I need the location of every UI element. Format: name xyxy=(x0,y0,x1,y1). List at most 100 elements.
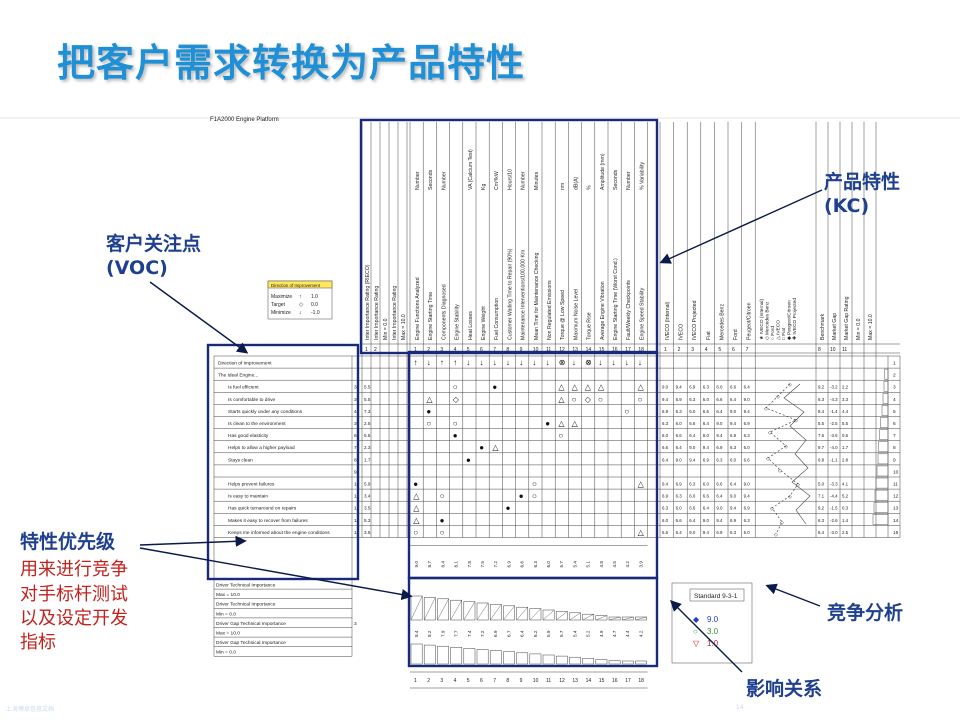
priority-arrow-2 xyxy=(139,547,413,601)
competitor-value: 6.3 xyxy=(716,457,723,462)
gap-importance-value: 7.7 xyxy=(454,630,459,637)
relationship-symbol: ● xyxy=(545,419,550,428)
column-number: 1 xyxy=(365,347,368,353)
gap-importance-value: 5.2 xyxy=(586,630,591,637)
kc-column-unit: Seconds xyxy=(613,169,619,190)
direction-legend-symbol: ◇ xyxy=(299,302,304,308)
gap-bar xyxy=(872,514,889,525)
priority-callout: 特性优先级 用来进行竞争 对手标杆测试 以及设定开发 指标 xyxy=(20,530,128,656)
competitor-line xyxy=(783,383,811,525)
gap-value: -3.6 xyxy=(830,433,838,438)
importance-bar-hatch xyxy=(424,597,436,621)
competitor-column-header: Mercedes Benz xyxy=(719,304,725,340)
technical-importance-value: 8.1 xyxy=(454,561,459,568)
gap-value: 5.5 xyxy=(818,421,825,426)
gap-importance-value: 4.2 xyxy=(638,630,643,637)
column-number: 6 xyxy=(732,347,735,353)
relationship-symbol: △ xyxy=(638,528,645,537)
importance-bar xyxy=(582,613,595,621)
competitor-value: 6.3 xyxy=(662,421,669,426)
voc-row-label: Is easy to maintain xyxy=(228,494,268,500)
bottom-column-number: 10 xyxy=(533,678,539,684)
relationship-symbol: △ xyxy=(558,419,565,428)
benchmark-point: ◇ xyxy=(766,456,770,462)
importance-bar xyxy=(503,605,515,621)
footer-source: 上海博卓信息文档 xyxy=(6,706,55,713)
direction-legend-label: Maximize xyxy=(271,294,292,300)
kc-column-header: Customer Waiting Time to Repair (90%) xyxy=(507,248,513,340)
kc-column-unit: Number xyxy=(415,171,421,190)
gap-value: -1.5 xyxy=(830,506,838,511)
competitor-value: 6.3 xyxy=(744,433,751,438)
competitor-value: 6.3 xyxy=(744,518,751,523)
priority-line-1: 用来进行竞争 xyxy=(20,559,128,581)
kc-column-unit: Minutes xyxy=(534,171,540,190)
relationship-symbol: ● xyxy=(506,504,511,513)
competitor-value: 6.0 xyxy=(676,506,683,511)
voc-row-label: Is fuel efficient xyxy=(228,385,259,391)
importance-bar-hatch xyxy=(450,600,462,621)
voc-row-number: 8 xyxy=(354,457,357,463)
voc-row-index: 1 xyxy=(893,361,896,367)
direction-symbol: ⊗ xyxy=(559,358,566,367)
competitor-value: 6.3 xyxy=(703,385,710,390)
voc-row-importance: 3.4 xyxy=(364,494,371,499)
relationship-symbol: ◇ xyxy=(585,395,592,404)
competitor-value: 6.9 xyxy=(730,433,737,438)
column-number: 7 xyxy=(746,347,749,353)
direction-symbol: ↓ xyxy=(466,358,470,367)
gap-bar xyxy=(873,501,889,513)
gap-value: 9.7 xyxy=(818,445,825,450)
direction-symbol: ↓ xyxy=(572,358,576,367)
column-number: 6 xyxy=(480,347,483,353)
importance-bar xyxy=(608,616,621,621)
direction-symbol: ↓ xyxy=(532,358,536,367)
gap-importance-value: 6.2 xyxy=(533,630,538,637)
importance-bar-hatch xyxy=(542,609,555,621)
importance-bar-hatch xyxy=(595,615,608,621)
competitor-value: 6.9 xyxy=(662,409,669,414)
bottom-row-label: Driver Technical Importance xyxy=(216,583,276,589)
direction-symbol: ↑ xyxy=(453,358,457,367)
competitor-value: 9.4 xyxy=(703,530,710,535)
column-number: 5 xyxy=(467,347,470,353)
importance-bar-hatch xyxy=(490,604,502,621)
gap-value: -3.2 xyxy=(830,385,838,390)
importance-bar-hatch xyxy=(635,616,647,621)
competitor-value: 6.6 xyxy=(744,457,751,462)
technical-importance-value: 7.8 xyxy=(467,561,472,568)
gap-value: 2.5 xyxy=(842,530,849,535)
gap-importance-value: 4.7 xyxy=(612,630,617,637)
relationship-symbol: △ xyxy=(426,395,433,404)
voc-row-importance: 5.3 xyxy=(364,518,371,523)
voc-row-importance: 2.5 xyxy=(364,421,371,426)
voc-abbrev: (VOC) xyxy=(106,257,168,280)
competitor-value: 9.4 xyxy=(662,397,669,402)
gap-importance-bar xyxy=(450,647,463,665)
voc-row-importance: 7.3 xyxy=(364,409,371,414)
gap-value: 9.2 xyxy=(818,506,825,511)
importance-column-header: Min = 0.0 xyxy=(383,318,389,340)
gap-bar xyxy=(878,441,889,453)
direction-symbol: ⊗ xyxy=(585,358,592,367)
bottom-column-number: 12 xyxy=(559,678,565,684)
gap-importance-value: 8.4 xyxy=(414,630,419,637)
voc-row-label: Stays clean xyxy=(228,457,253,463)
benchmark-point: ◇ xyxy=(768,430,772,436)
competitor-value: 6.0 xyxy=(689,494,696,499)
bottom-row-label: Driver Technical Importance xyxy=(216,602,276,608)
gap-importance-value: 7.2 xyxy=(480,630,485,637)
kc-column-unit: Number xyxy=(521,171,527,190)
kc-column-header: Components Diagnosed xyxy=(441,284,447,340)
relationship-symbol: ○ xyxy=(532,492,537,501)
voc-row-label: Makes it easy to recover from failures xyxy=(228,518,308,524)
competitor-value: 6.4 xyxy=(676,530,683,535)
gap-importance-bar xyxy=(476,649,489,665)
gap-importance-bar xyxy=(463,648,476,665)
competitor-value: 6.6 xyxy=(716,397,723,402)
competitor-value: 6.3 xyxy=(730,530,737,535)
gap-value: 5.0 xyxy=(818,482,825,487)
competitor-value: 9.0 xyxy=(689,445,696,450)
voc-arrow xyxy=(149,281,249,354)
column-number: 1 xyxy=(414,347,417,353)
